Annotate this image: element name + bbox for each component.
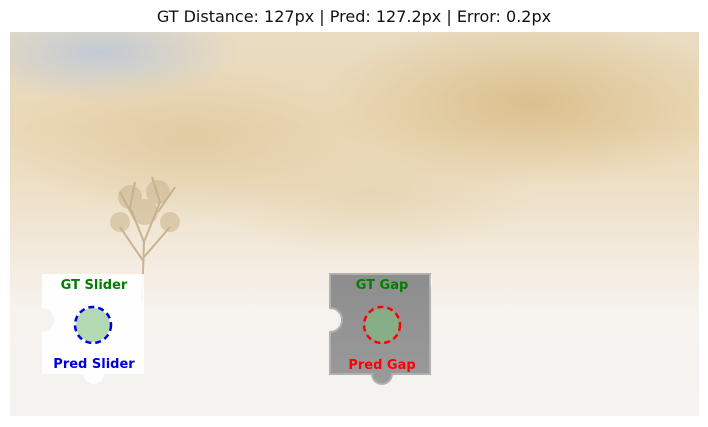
- pred-slider-marker: [73, 305, 113, 345]
- figure-title: GT Distance: 127px | Pred: 127.2px | Err…: [156, 7, 552, 26]
- gap-piece: GT Gap Pred Gap: [329, 273, 434, 398]
- gap-piece-shape: [329, 273, 433, 385]
- slider-piece-shape: [42, 274, 144, 384]
- tree-silhouette: [110, 176, 180, 302]
- pred-gap-marker: [362, 305, 402, 345]
- gt-gap-label: GT Gap: [355, 278, 409, 293]
- gt-slider-label: GT Slider: [60, 278, 128, 293]
- pred-slider-label: Pred Slider: [53, 357, 135, 372]
- pred-gap-label: Pred Gap: [348, 358, 416, 373]
- captcha-background-image: GT Slider Pred Slider GT Gap Pred Gap: [10, 32, 699, 416]
- gt-gap-marker: [365, 308, 399, 342]
- gt-slider-marker: [76, 308, 110, 342]
- slider-piece[interactable]: GT Slider Pred Slider: [42, 274, 146, 384]
